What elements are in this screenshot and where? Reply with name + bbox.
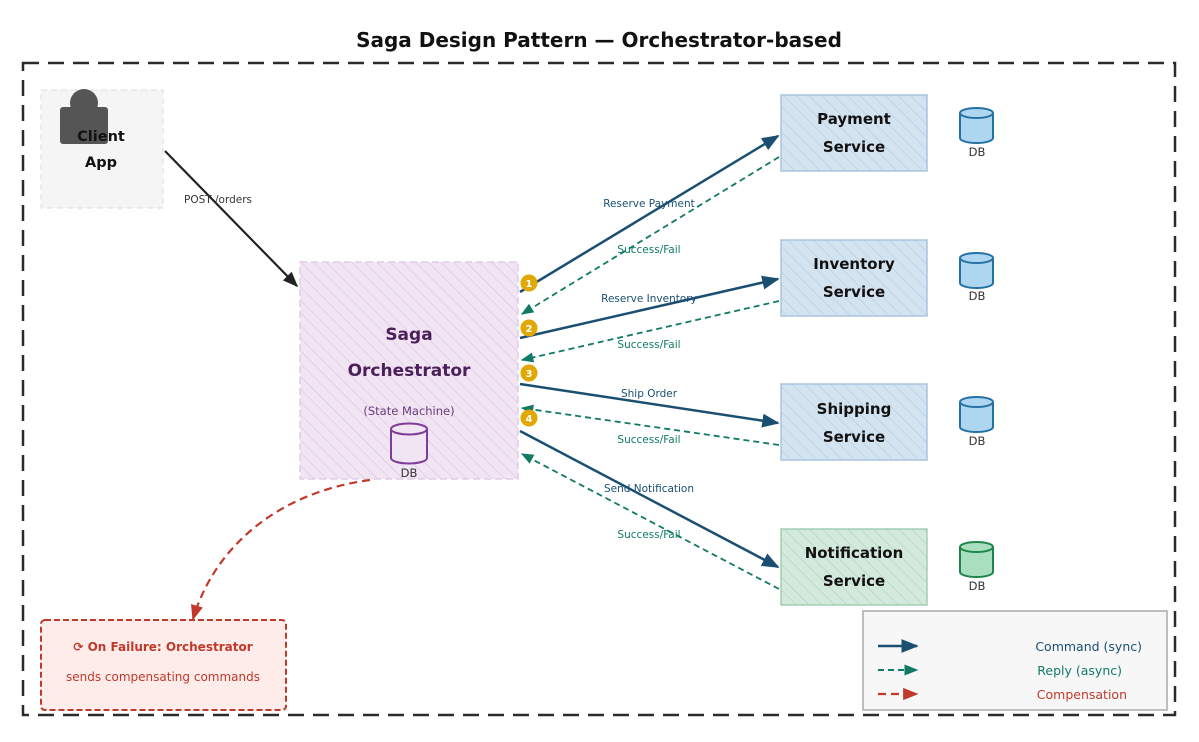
service-label-line1: Inventory [813,255,895,273]
inventory-db-label: DB [969,289,986,303]
reply-arrow-inventory [520,300,780,363]
client-request-arrow [164,150,299,288]
service-label-line2: Service [823,283,885,301]
step-badge-4: 4 [520,409,538,427]
service-payment: Payment Service [780,94,928,172]
reply-arrow-notification [520,453,780,590]
svg-text:1: 1 [526,279,533,290]
service-label-line2: Service [823,138,885,156]
step-badge-1: 1 [520,274,538,292]
command-label-shipping: Ship Order [621,388,678,400]
svg-text:4: 4 [526,414,533,425]
service-notification: Notification Service [780,528,928,606]
service-label-line2: Service [823,572,885,590]
shipping-db-icon [959,396,994,433]
command-arrow-inventory [519,275,780,340]
compensation-arrow [191,478,371,621]
client-label-line2: App [85,155,117,171]
user-icon [60,89,108,144]
legend: Command (sync) Reply (async) Compensatio… [862,610,1168,711]
payment-db-icon [959,107,994,144]
command-label-notification: Send Notification [604,483,694,495]
system-boundary [21,61,1177,717]
client-request-label: POST /orders [184,194,252,206]
legend-compensation-label: Compensation [1037,687,1127,702]
reply-label-shipping: Success/Fail [617,434,680,446]
service-shipping: Shipping Service [780,383,928,461]
step-badge-2: 2 [520,319,538,337]
service-label-line2: Service [823,428,885,446]
orchestrator-db-label: DB [401,466,418,480]
shipping-db-label: DB [969,434,986,448]
client-node: Client App [40,89,164,209]
orchestrator-db-icon [390,422,428,465]
payment-db-label: DB [969,145,986,159]
service-label-line1: Notification [805,544,904,562]
client-label-line1: Client [77,129,125,145]
reply-label-payment: Success/Fail [617,244,680,256]
reply-arrow-payment [520,156,780,315]
diagram-title: Saga Design Pattern — Orchestrator-based [356,28,842,52]
orchestrator-node: Saga Orchestrator (State Machine) DB [299,261,519,480]
legend-reply-label: Reply (async) [1037,663,1122,678]
service-label-line1: Payment [817,110,891,128]
failure-subtitle: sends compensating commands [66,670,260,684]
failure-note: ⟳ On Failure: Orchestrator sends compens… [40,619,287,711]
failure-title: ⟳ On Failure: Orchestrator [73,640,252,654]
service-label-line1: Shipping [817,400,892,418]
command-label-inventory: Reserve Inventory [601,293,697,305]
step-badge-3: 3 [520,364,538,382]
reply-arrow-shipping [520,404,780,446]
service-inventory: Inventory Service [780,239,928,317]
orchestrator-subtitle: (State Machine) [363,404,454,418]
notification-db-icon [959,541,994,578]
command-arrow-payment [519,134,780,294]
inventory-db-icon [959,252,994,289]
command-label-payment: Reserve Payment [603,198,695,210]
legend-command-label: Command (sync) [1035,639,1142,654]
notification-db-label: DB [969,579,986,593]
svg-text:3: 3 [526,369,533,380]
command-arrow-notification [519,429,780,569]
command-arrow-shipping [519,382,780,428]
orchestrator-label-line2: Orchestrator [348,361,471,381]
orchestrator-label-line1: Saga [385,325,432,345]
reply-label-notification: Success/Fail [617,529,680,541]
svg-text:2: 2 [526,324,533,335]
reply-label-inventory: Success/Fail [617,339,680,351]
